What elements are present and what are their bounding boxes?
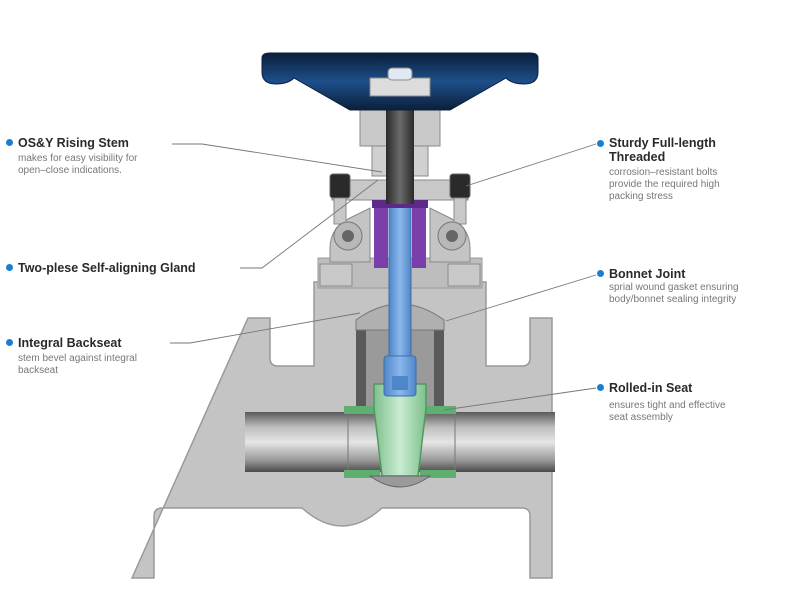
leader-lines — [170, 143, 597, 411]
gate-wedge — [373, 383, 427, 477]
bullet-icon — [6, 139, 13, 146]
callout-description: corrosion–resistant bolts provide the re… — [609, 167, 720, 202]
bullet-icon — [597, 140, 604, 147]
callout-bonnet-joint: Bonnet Joint sprial wound gasket ensurin… — [597, 267, 739, 306]
threaded-stem — [386, 92, 414, 204]
handwheel — [261, 52, 539, 111]
callout-integral-backseat: Integral Backseat stem bevel against int… — [6, 336, 137, 377]
callout-title: Bonnet Joint — [609, 267, 686, 281]
callout-sturdy-threaded: Sturdy Full-length Threaded corrosion–re… — [597, 136, 720, 203]
callout-title: Integral Backseat — [18, 336, 122, 350]
callout-title: Sturdy Full-length Threaded — [609, 136, 716, 164]
bullet-icon — [597, 384, 604, 391]
callout-title: Rolled-in Seat — [609, 381, 693, 395]
bullet-icon — [597, 270, 604, 277]
seat-rings — [344, 406, 456, 478]
bullet-icon — [6, 339, 13, 346]
eyebolts — [319, 173, 481, 287]
callout-description: stem bevel against integral backseat — [18, 353, 137, 376]
valve-stem — [388, 199, 412, 361]
callout-osy-rising-stem: OS&Y Rising Stem makes for easy visibili… — [6, 136, 137, 177]
bullet-icon — [6, 264, 13, 271]
callout-title: OS&Y Rising Stem — [18, 136, 129, 150]
callout-description: ensures tight and effective seat assembl… — [609, 400, 726, 423]
callout-title: Two-plese Self-aligning Gland — [18, 261, 196, 275]
callout-description: sprial wound gasket ensuring body/bonnet… — [609, 282, 739, 305]
callout-description: makes for easy visibility for open–close… — [18, 153, 138, 176]
callout-rolled-in-seat: Rolled-in Seat ensures tight and effecti… — [597, 381, 726, 424]
callout-two-piece-gland: Two-plese Self-aligning Gland — [6, 261, 196, 275]
